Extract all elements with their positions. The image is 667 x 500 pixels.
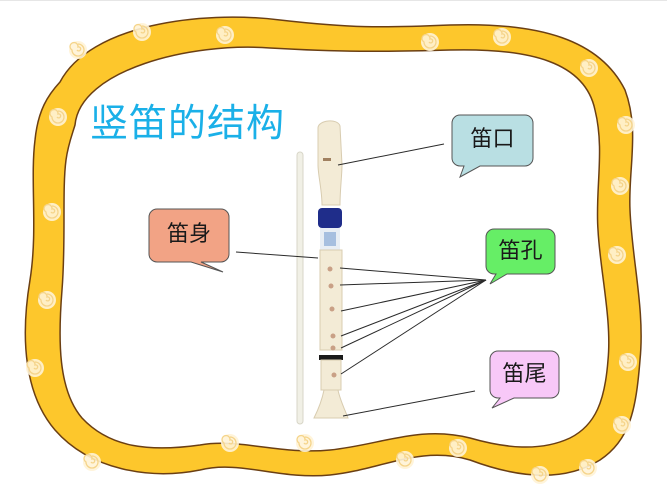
- label-mouthpiece: 笛口: [470, 127, 515, 152]
- leader-lines: [235, 143, 487, 417]
- callout-body: [148, 208, 230, 273]
- label-body: 笛身: [166, 222, 211, 247]
- callout-mouthpiece: [451, 114, 534, 179]
- cleaning-rod: [296, 151, 304, 425]
- top-border-line: [0, 0, 667, 1]
- callout-finger-holes: [485, 228, 556, 285]
- label-bell: 笛尾: [502, 362, 547, 387]
- slide-title: 竖笛的结构: [90, 101, 286, 145]
- recorder-illustration: [313, 120, 349, 419]
- decorative-frame: [24, 16, 642, 485]
- callout-bell: [489, 350, 560, 409]
- finger-hole-dots: [327, 266, 337, 378]
- label-finger-holes: 笛孔: [498, 239, 543, 264]
